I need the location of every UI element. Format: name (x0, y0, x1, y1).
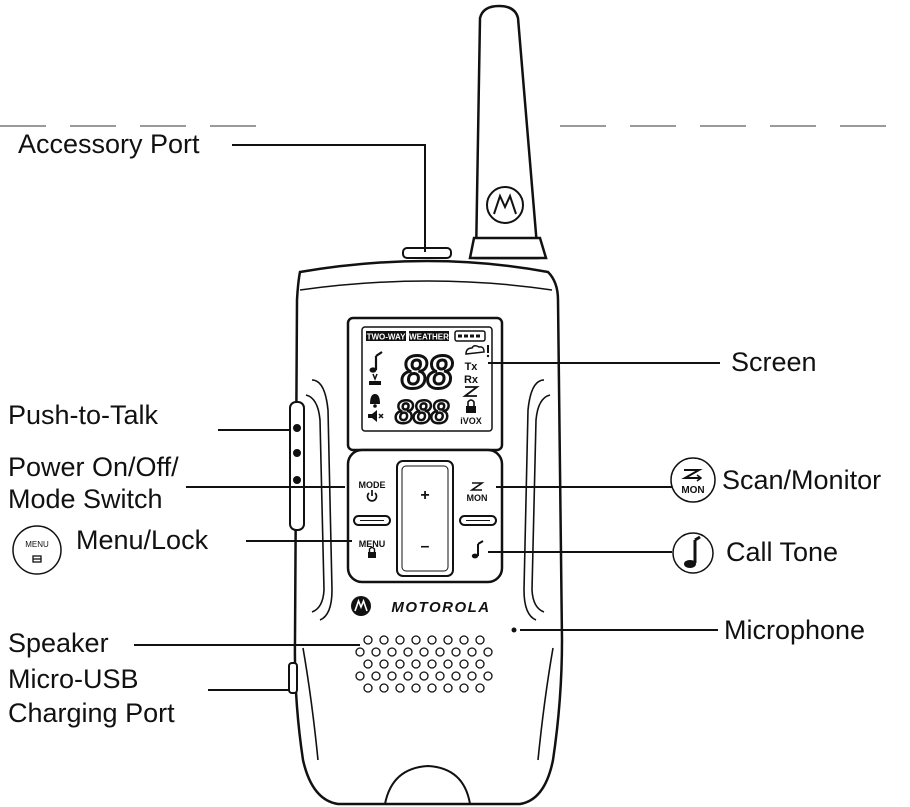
label-usb-line2: Charging Port (8, 698, 175, 728)
micro-usb-port (288, 662, 298, 694)
menu-lock-button[interactable]: MENU (359, 539, 386, 558)
mode-power-button[interactable] (353, 515, 391, 526)
call-tone-button[interactable] (471, 540, 484, 559)
brand-name: MOTOROLA (391, 599, 490, 616)
lcd-bell-icon (370, 394, 380, 408)
scan-monitor-icon: MON (670, 457, 716, 503)
lcd-scan-icon (462, 386, 480, 397)
lcd-tx: Tx (465, 361, 479, 373)
keypad (346, 448, 504, 584)
lcd-music-note-icon (369, 351, 383, 373)
power-icon (366, 490, 378, 502)
speaker-grille (355, 635, 493, 693)
mode-label: MODE (359, 480, 386, 490)
lcd-vibrate-icon (369, 373, 381, 385)
microphone-hole (511, 627, 517, 633)
lcd-channel-digits: 88 (401, 346, 453, 398)
scan-icon-text: MON (681, 485, 704, 496)
menu-icon-text: MENU (25, 540, 49, 549)
accessory-port (402, 247, 452, 259)
label-power-line2: Mode Switch (8, 484, 163, 514)
right-oval-button[interactable] (459, 515, 497, 526)
antenna-logo-icon (486, 186, 524, 224)
push-to-talk-button[interactable] (289, 401, 305, 531)
mon-label: MON (467, 493, 488, 503)
lcd-mute-icon (368, 410, 384, 422)
lcd-weather-alert-icon (465, 344, 490, 358)
lcd-rx: Rx (464, 374, 479, 386)
lcd-code-digits: 888 (395, 394, 449, 430)
label-accessory-port: Accessory Port (18, 129, 200, 159)
label-power-line1: Power On/Off/ (8, 452, 179, 482)
volume-down-button[interactable]: – (421, 538, 430, 555)
label-screen: Screen (731, 347, 817, 377)
motorola-logo-icon (351, 596, 371, 616)
menu-lock-icon: MENU (12, 525, 62, 575)
lcd-vox: iVOX (460, 416, 482, 426)
label-scan-monitor: Scan/Monitor (722, 465, 882, 495)
side-grips (302, 379, 554, 761)
lcd-lock-icon (466, 399, 476, 413)
bottom-ridge (384, 764, 471, 805)
lcd-two-way: TWO-WAY (367, 333, 406, 342)
label-microphone: Microphone (724, 615, 866, 645)
menu-label: MENU (359, 539, 386, 549)
leader-lines (134, 144, 720, 691)
label-usb-line1: Micro-USB (8, 664, 139, 694)
call-tone-icon (672, 532, 714, 574)
label-call-tone: Call Tone (726, 537, 839, 567)
volume-up-button[interactable]: + (420, 487, 429, 504)
lcd-weather: WEATHER (409, 333, 449, 342)
scan-monitor-button[interactable]: MON (467, 482, 488, 503)
lcd-screen (346, 316, 504, 452)
label-menu-lock: Menu/Lock (76, 525, 209, 555)
label-speaker: Speaker (8, 628, 109, 658)
label-push-to-talk: Push-to-Talk (8, 400, 159, 430)
